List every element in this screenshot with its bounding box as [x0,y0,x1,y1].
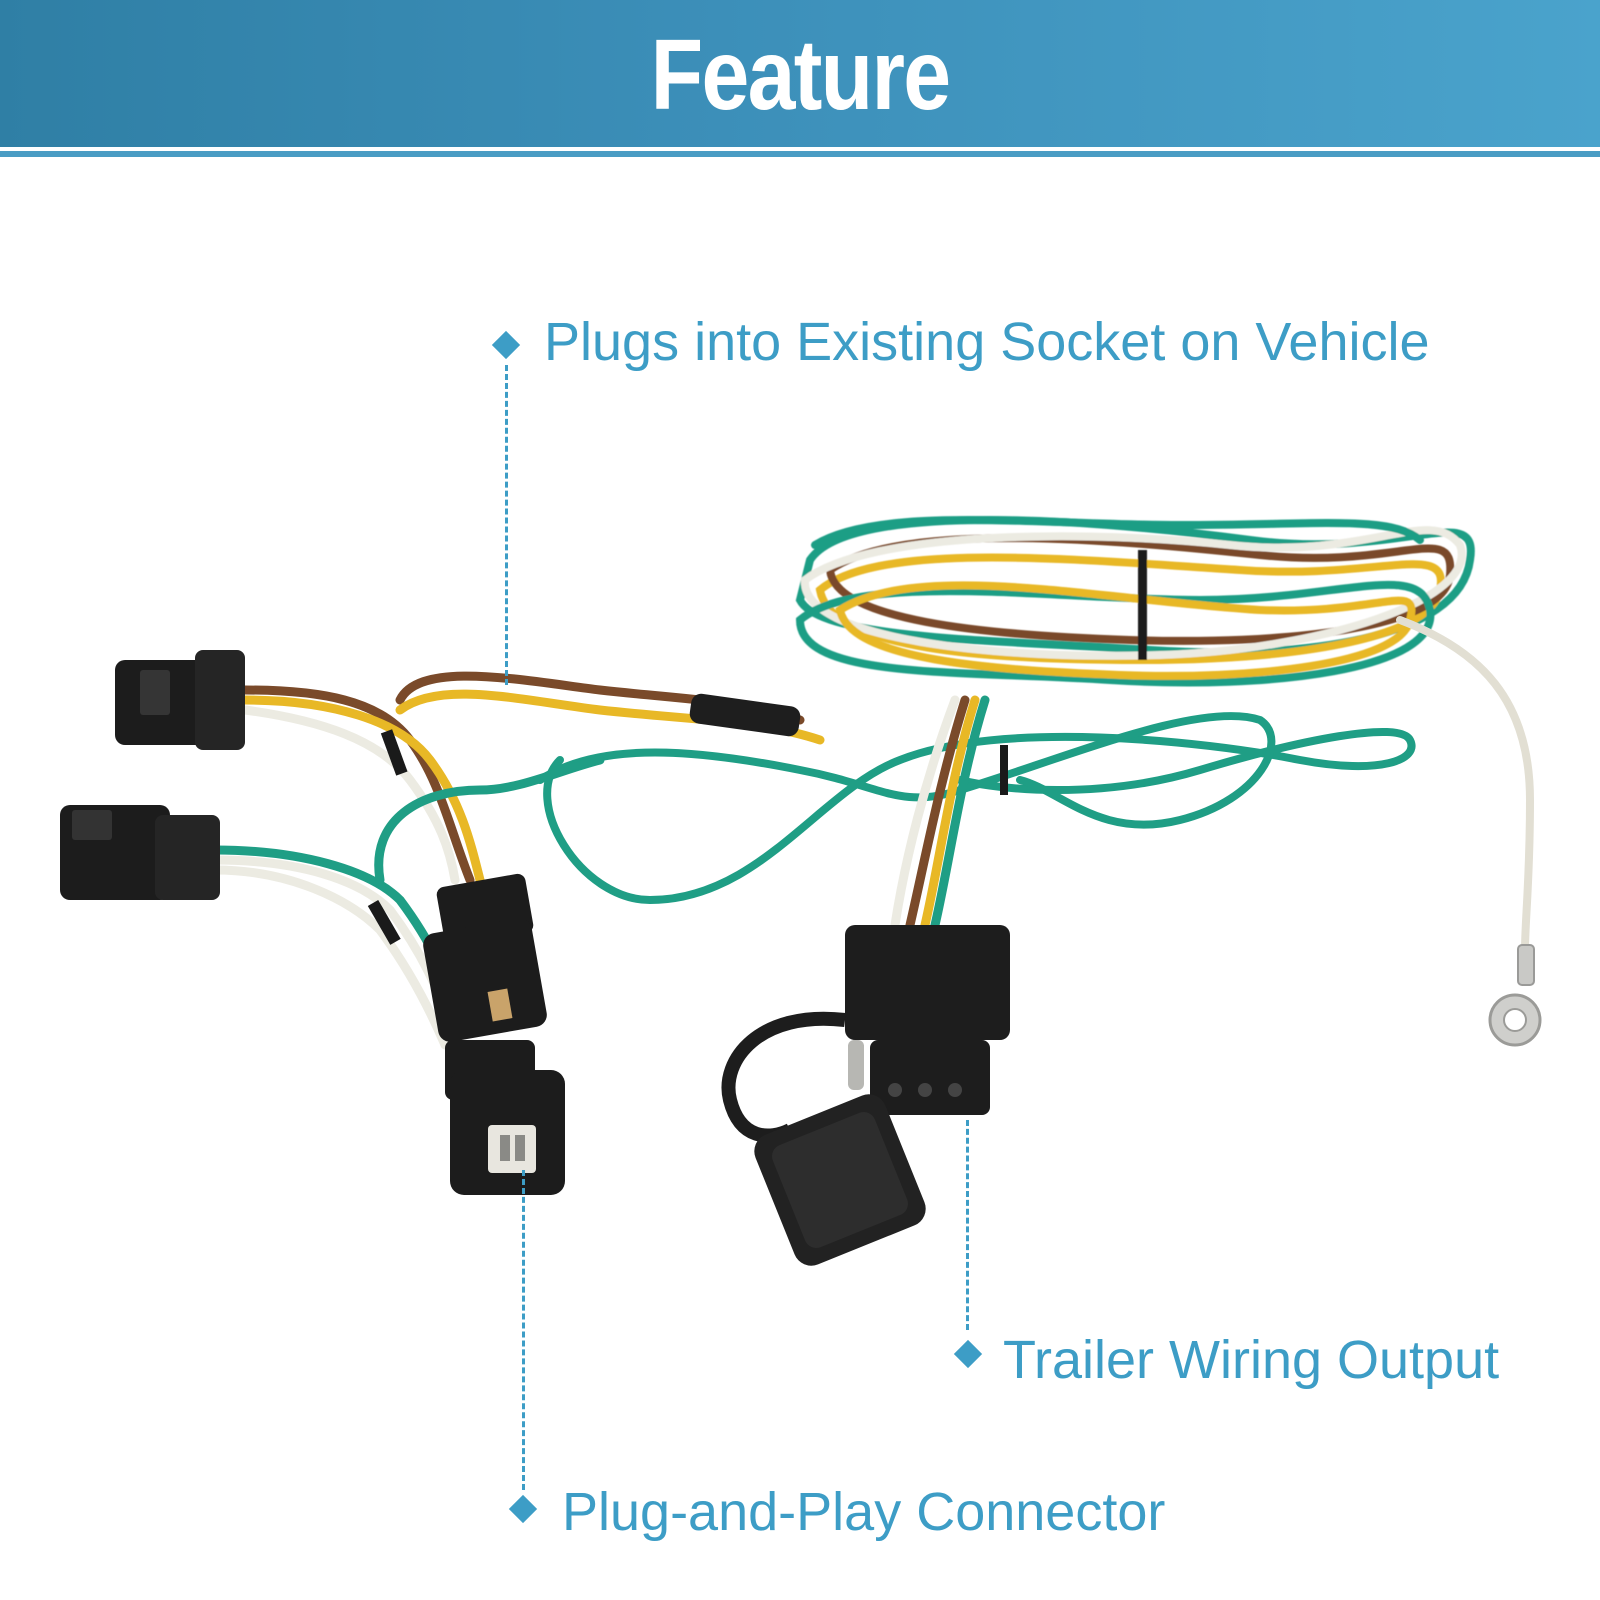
vehicle-connector-top [115,650,245,750]
wire-coil-bundle [795,516,1475,687]
header-banner [0,0,1600,147]
page-title: Feature [650,19,951,131]
callout-output-label: Trailer Wiring Output [1003,1330,1500,1390]
green-wire-loop [536,712,1416,905]
callout-socket-label: Plugs into Existing Socket on Vehicle [544,312,1430,372]
ground-wire [1396,616,1542,1047]
vehicle-side-wires [210,671,825,1050]
callout-line-socket [505,365,508,685]
output-wires [890,695,990,930]
callout-line-output [966,1120,969,1330]
trailer-4-way-connector [721,925,1010,1266]
vehicle-connector-left [60,805,220,900]
callout-connector-label: Plug-and-Play Connector [562,1482,1166,1542]
harness-connector-upper [423,873,547,1042]
header-divider [0,151,1600,157]
callout-line-connector [522,1170,525,1490]
harness-connector-lower [445,1040,565,1195]
